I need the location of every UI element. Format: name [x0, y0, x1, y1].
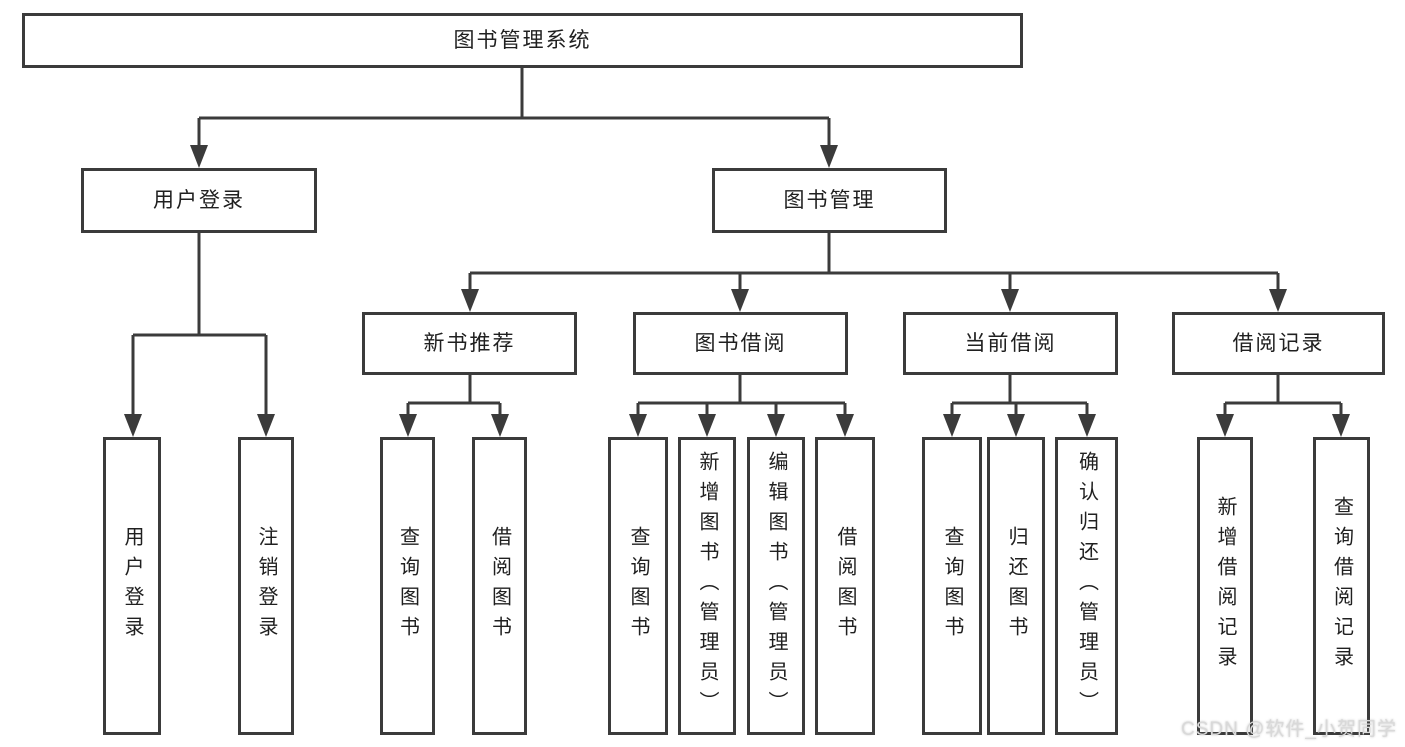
arrowhead	[767, 414, 785, 437]
arrowhead	[399, 414, 417, 437]
node-label: 新书推荐	[423, 332, 516, 355]
arrowhead	[124, 414, 142, 437]
arrowhead	[190, 145, 208, 168]
arrowhead	[1007, 414, 1025, 437]
arrowhead	[731, 289, 749, 312]
node-current-borrow: 当前借阅	[903, 312, 1118, 375]
leaf-confirm-return-admin: 确认归还（管理员）	[1055, 437, 1118, 735]
node-label: 新增图书（管理员）	[696, 451, 718, 721]
leaf-return-books: 归还图书	[987, 437, 1045, 735]
arrowhead	[461, 289, 479, 312]
leaf-user-login: 用户登录	[103, 437, 161, 735]
node-book-management: 图书管理	[712, 168, 947, 233]
leaf-borrow-books: 借阅图书	[815, 437, 875, 735]
leaf-edit-books-admin: 编辑图书（管理员）	[747, 437, 805, 735]
arrowhead	[629, 414, 647, 437]
node-label: 确认归还（管理员）	[1075, 451, 1098, 721]
node-label: 用户登录	[121, 526, 143, 646]
node-label: 图书借阅	[694, 332, 787, 355]
arrowhead	[943, 414, 961, 437]
leaf-borrow-books-recommend: 借阅图书	[472, 437, 527, 735]
connector-new-book-children	[406, 375, 502, 417]
node-label: 图书管理	[783, 189, 876, 212]
connector-current-borrow-children	[950, 375, 1089, 417]
node-label: 查询图书	[941, 526, 963, 646]
arrowhead	[1216, 414, 1234, 437]
node-label: 归还图书	[1005, 526, 1027, 646]
leaf-query-books-current: 查询图书	[922, 437, 982, 735]
arrowhead	[698, 414, 716, 437]
connector-user-login-children	[131, 233, 268, 417]
leaf-query-books-borrow: 查询图书	[608, 437, 668, 735]
leaf-query-books-recommend: 查询图书	[380, 437, 435, 735]
leaf-add-borrow-record: 新增借阅记录	[1197, 437, 1253, 735]
connector-book-borrow-children	[636, 375, 847, 417]
arrowhead	[820, 145, 838, 168]
node-book-borrow: 图书借阅	[633, 312, 848, 375]
node-label: 编辑图书（管理员）	[765, 451, 787, 721]
node-label: 当前借阅	[964, 332, 1057, 355]
arrowhead	[1269, 289, 1287, 312]
node-label: 图书管理系统	[453, 29, 592, 52]
node-label: 查询借阅记录	[1330, 496, 1353, 676]
csdn-watermark: CSDN @软件_小贺同学	[1181, 719, 1397, 740]
connector-book-management-children	[468, 233, 1280, 292]
arrowhead	[836, 414, 854, 437]
arrowhead	[1078, 414, 1096, 437]
connector-borrow-record-children	[1223, 375, 1343, 417]
node-label: 新增借阅记录	[1214, 496, 1236, 676]
leaf-add-books-admin: 新增图书（管理员）	[678, 437, 736, 735]
node-label: 借阅记录	[1232, 332, 1325, 355]
node-label: 借阅图书	[834, 526, 856, 646]
node-user-login: 用户登录	[81, 168, 317, 233]
node-label: 借阅图书	[488, 526, 511, 646]
node-borrow-record: 借阅记录	[1172, 312, 1385, 375]
leaf-query-borrow-record: 查询借阅记录	[1313, 437, 1370, 735]
arrowhead	[491, 414, 509, 437]
leaf-logout: 注销登录	[238, 437, 294, 735]
arrowhead	[257, 414, 275, 437]
node-label: 查询图书	[627, 526, 649, 646]
node-label: 用户登录	[153, 189, 245, 212]
connector-root-to-level1	[197, 68, 831, 148]
node-label: 查询图书	[396, 526, 419, 646]
node-new-book-recommend: 新书推荐	[362, 312, 577, 375]
node-library-management-system: 图书管理系统	[22, 13, 1023, 68]
arrowhead	[1001, 289, 1019, 312]
arrowhead	[1332, 414, 1350, 437]
node-label: 注销登录	[255, 526, 277, 646]
